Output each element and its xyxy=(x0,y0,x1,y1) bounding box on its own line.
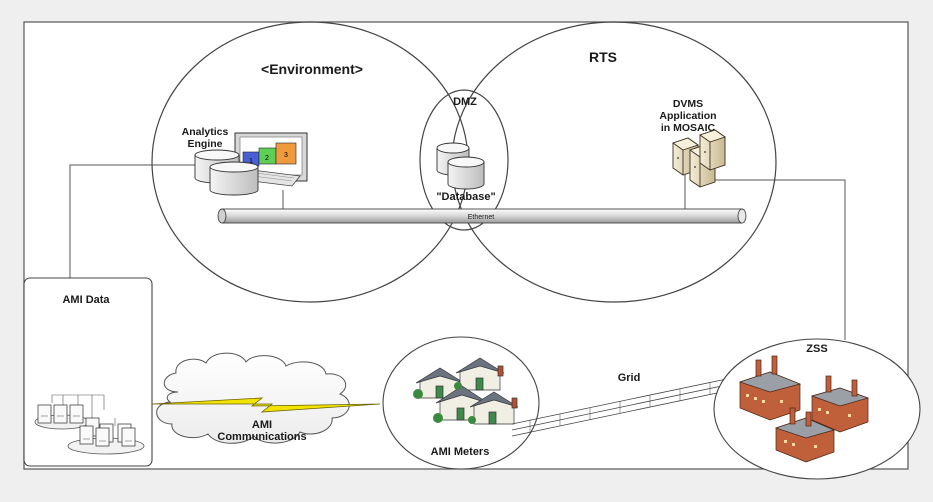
analytics-to-ami-data-line xyxy=(69,164,195,278)
houses-icon xyxy=(413,357,519,425)
dvms-label-line3: in MOSAIC xyxy=(661,122,716,134)
analytics-engine-icon: 1 2 3 xyxy=(194,132,308,196)
ethernet-label: Ethernet xyxy=(468,214,495,221)
orange-block-icon xyxy=(275,142,297,165)
ethernet-bus xyxy=(217,208,747,224)
zss-label: ZSS xyxy=(806,343,827,355)
server-icon xyxy=(672,129,726,188)
block-number-1: 1 xyxy=(249,158,253,165)
analytics-disk-icon xyxy=(194,149,259,196)
ami-data-servers-icon xyxy=(34,394,145,455)
database-label: "Database" xyxy=(436,191,495,203)
grid-label: Grid xyxy=(618,372,641,384)
dvms-label-line2: Application xyxy=(659,110,716,122)
environment-title: <Environment> xyxy=(261,61,363,77)
dvms-to-zss-line xyxy=(715,179,846,340)
rts-title: RTS xyxy=(589,49,617,65)
block-number-3: 3 xyxy=(284,152,288,159)
block-number-2: 2 xyxy=(265,155,269,162)
lightning-icon xyxy=(151,397,381,413)
factory-icon xyxy=(738,355,870,463)
dvms-label-line1: DVMS xyxy=(673,98,703,110)
dmz-circle xyxy=(419,89,509,231)
ami-comms-label-line1: AMI xyxy=(252,419,272,431)
analytics-label-line2: Engine xyxy=(187,138,222,150)
database-icon xyxy=(436,142,485,190)
analytics-label-line1: Analytics xyxy=(182,126,229,138)
ami-comms-label-line2: Communications xyxy=(217,431,306,443)
dmz-label: DMZ xyxy=(453,96,477,108)
ami-data-label: AMI Data xyxy=(62,294,110,306)
ami-meters-label: AMI Meters xyxy=(431,446,490,458)
